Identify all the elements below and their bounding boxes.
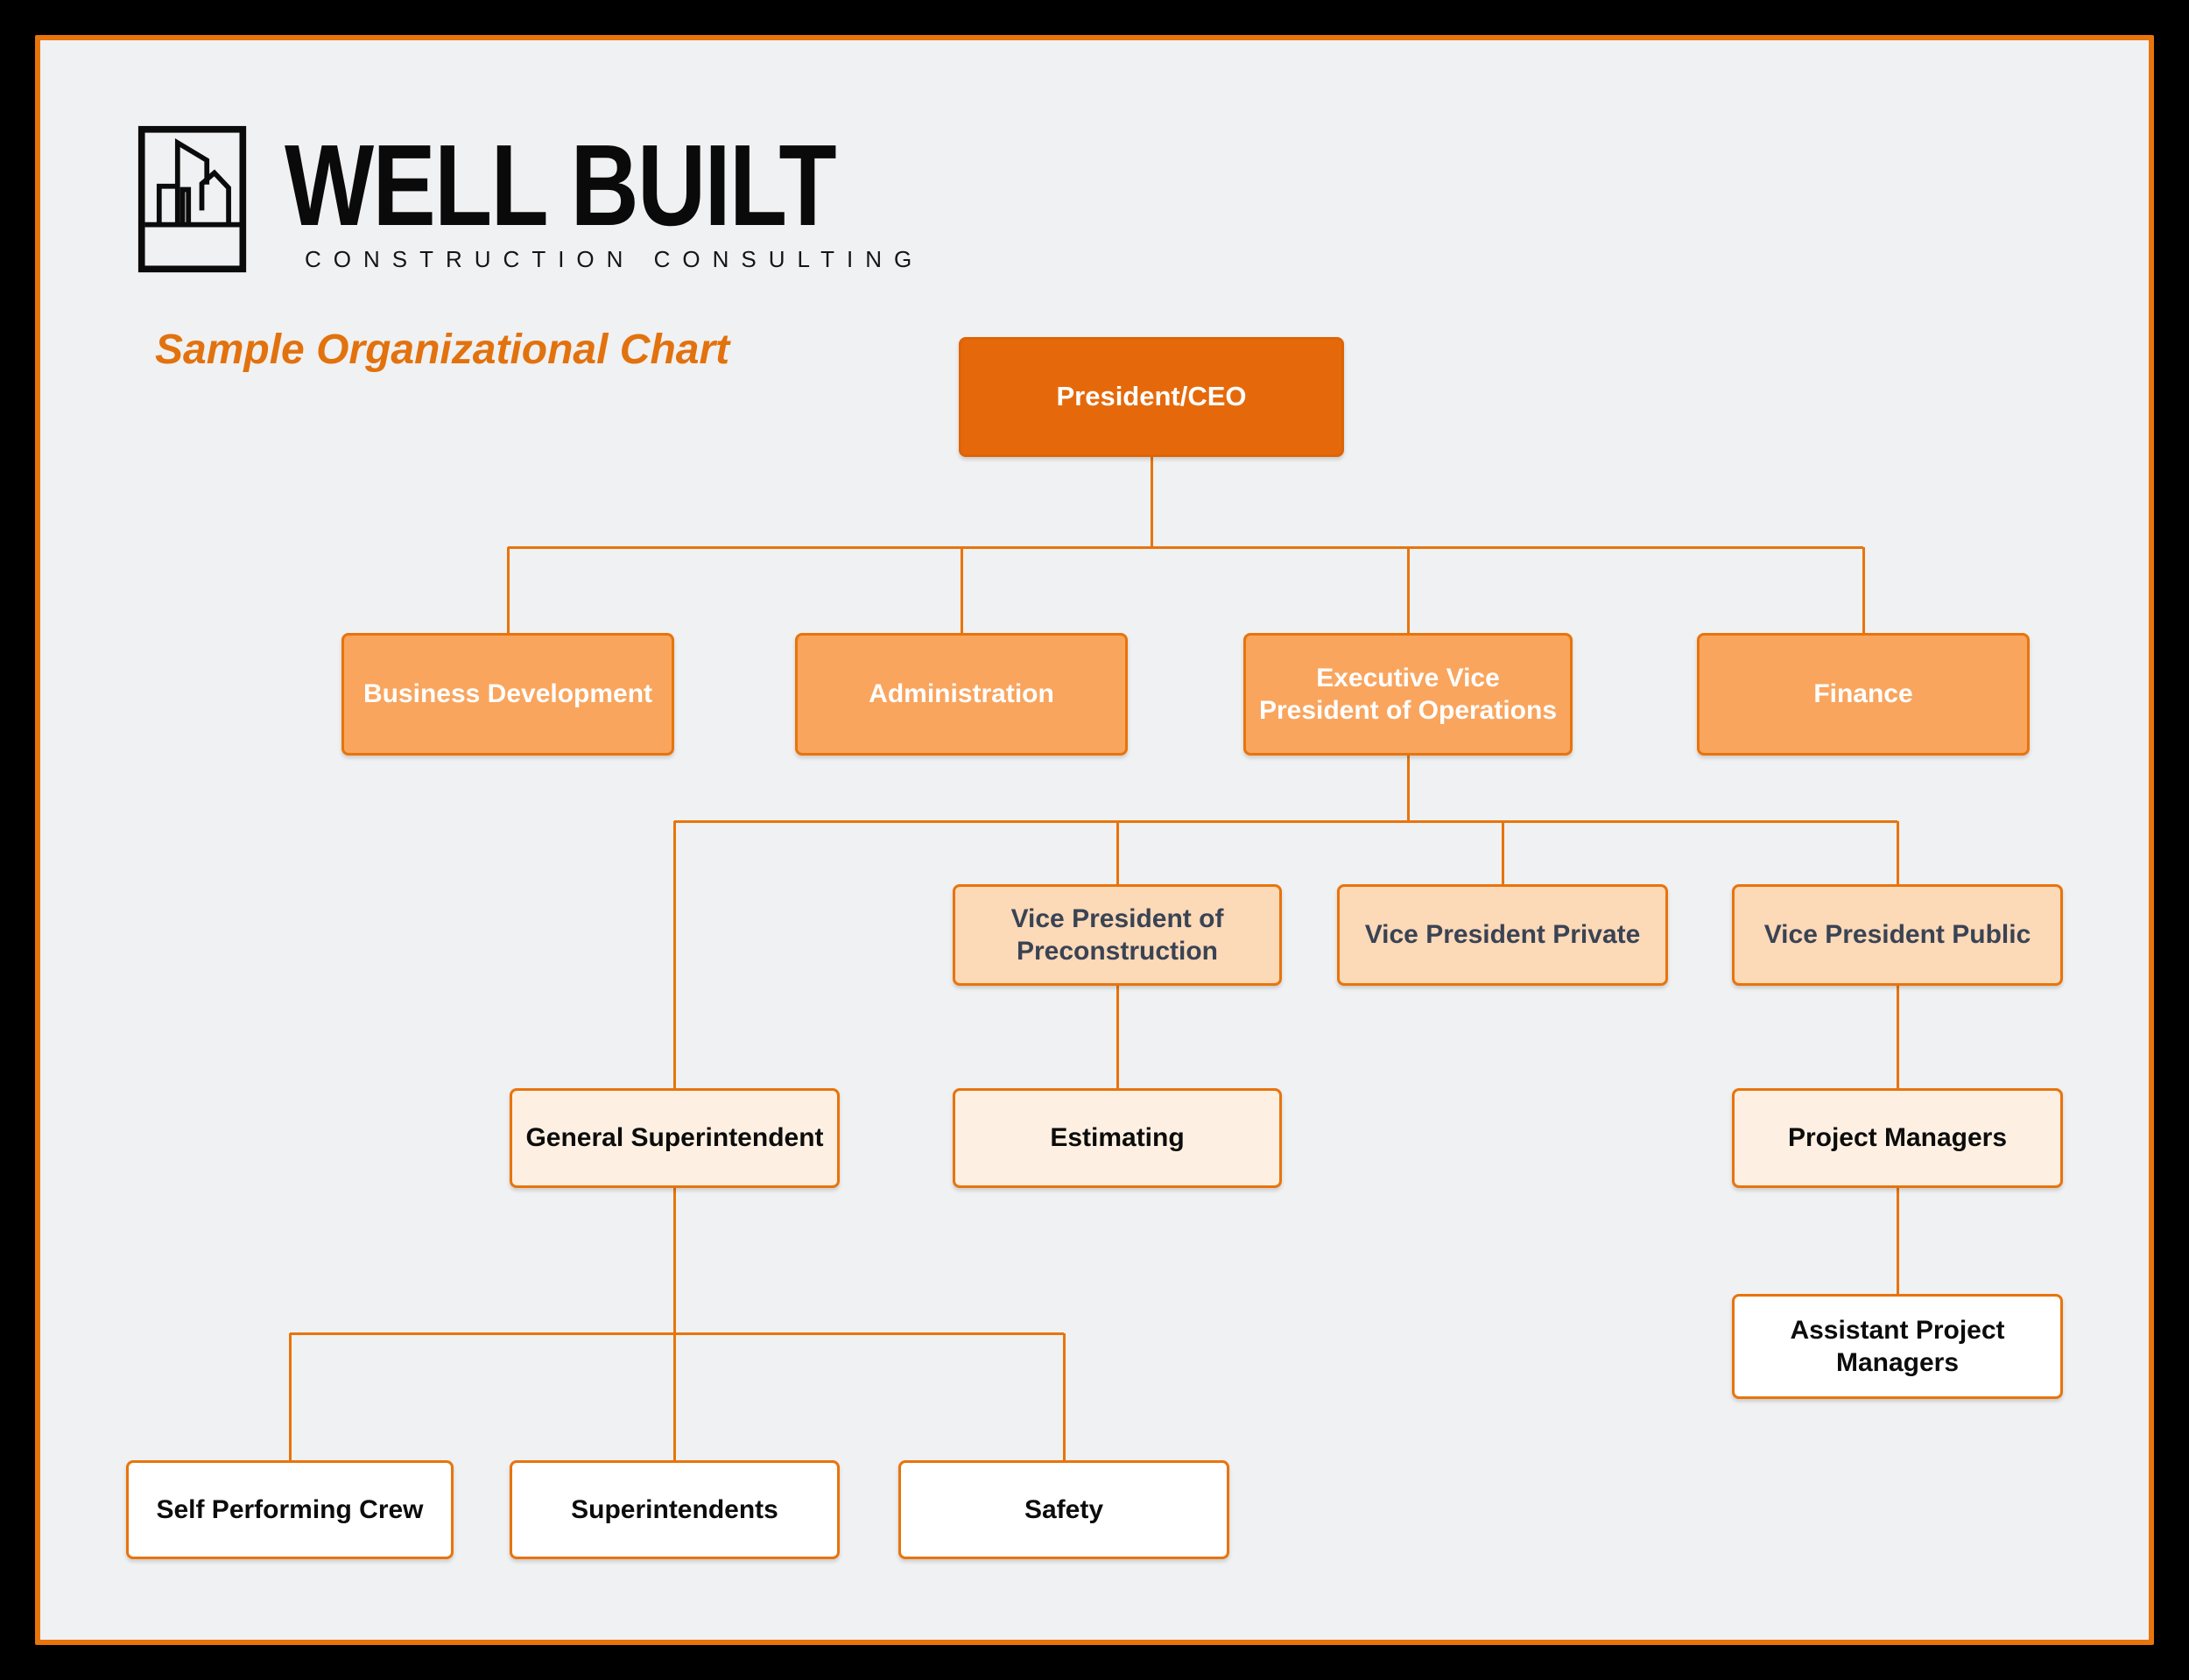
- buildings-icon: [137, 125, 247, 273]
- connector-line: [1406, 756, 1410, 821]
- org-node-spc: Self Performing Crew: [126, 1460, 454, 1559]
- connector-line: [960, 547, 963, 633]
- connector-line: [1062, 1333, 1066, 1460]
- org-node-safety: Safety: [898, 1460, 1229, 1559]
- org-node-pm: Project Managers: [1732, 1088, 2063, 1188]
- connector-line: [508, 545, 1863, 549]
- brand-name: WELL BUILT: [285, 121, 837, 250]
- org-node-vppre: Vice President of Preconstruction: [953, 884, 1282, 986]
- org-node-admin: Administration: [795, 633, 1128, 756]
- org-node-ceo: President/CEO: [959, 337, 1344, 457]
- org-node-estimating: Estimating: [953, 1088, 1282, 1188]
- connector-line: [290, 1332, 1064, 1335]
- connector-line: [672, 821, 676, 1088]
- brand-tagline: CONSTRUCTION CONSULTING: [305, 246, 925, 272]
- connector-line: [674, 819, 1897, 823]
- connector-line: [1116, 821, 1119, 884]
- org-node-finance: Finance: [1697, 633, 2030, 756]
- connector-line: [1896, 821, 1899, 884]
- connector-line: [672, 1188, 676, 1333]
- connector-line: [1896, 1188, 1899, 1294]
- org-node-vppub: Vice President Public: [1732, 884, 2063, 986]
- org-node-vppriv: Vice President Private: [1337, 884, 1668, 986]
- connector-line: [1406, 547, 1410, 633]
- connector-line: [288, 1333, 292, 1460]
- org-node-evp: Executive Vice President of Operations: [1243, 633, 1573, 756]
- connector-line: [1150, 457, 1153, 547]
- org-node-apm: Assistant Project Managers: [1732, 1294, 2063, 1399]
- connector-line: [1862, 547, 1865, 633]
- page-title: Sample Organizational Chart: [155, 327, 730, 373]
- org-node-bizdev: Business Development: [341, 633, 674, 756]
- chart-canvas: [35, 35, 2154, 1645]
- org-node-sup: Superintendents: [510, 1460, 840, 1559]
- connector-line: [1501, 821, 1504, 884]
- connector-line: [1116, 986, 1119, 1088]
- connector-line: [1896, 986, 1899, 1088]
- connector-line: [672, 1333, 676, 1460]
- org-node-gensup: General Superintendent: [510, 1088, 840, 1188]
- connector-line: [506, 547, 510, 633]
